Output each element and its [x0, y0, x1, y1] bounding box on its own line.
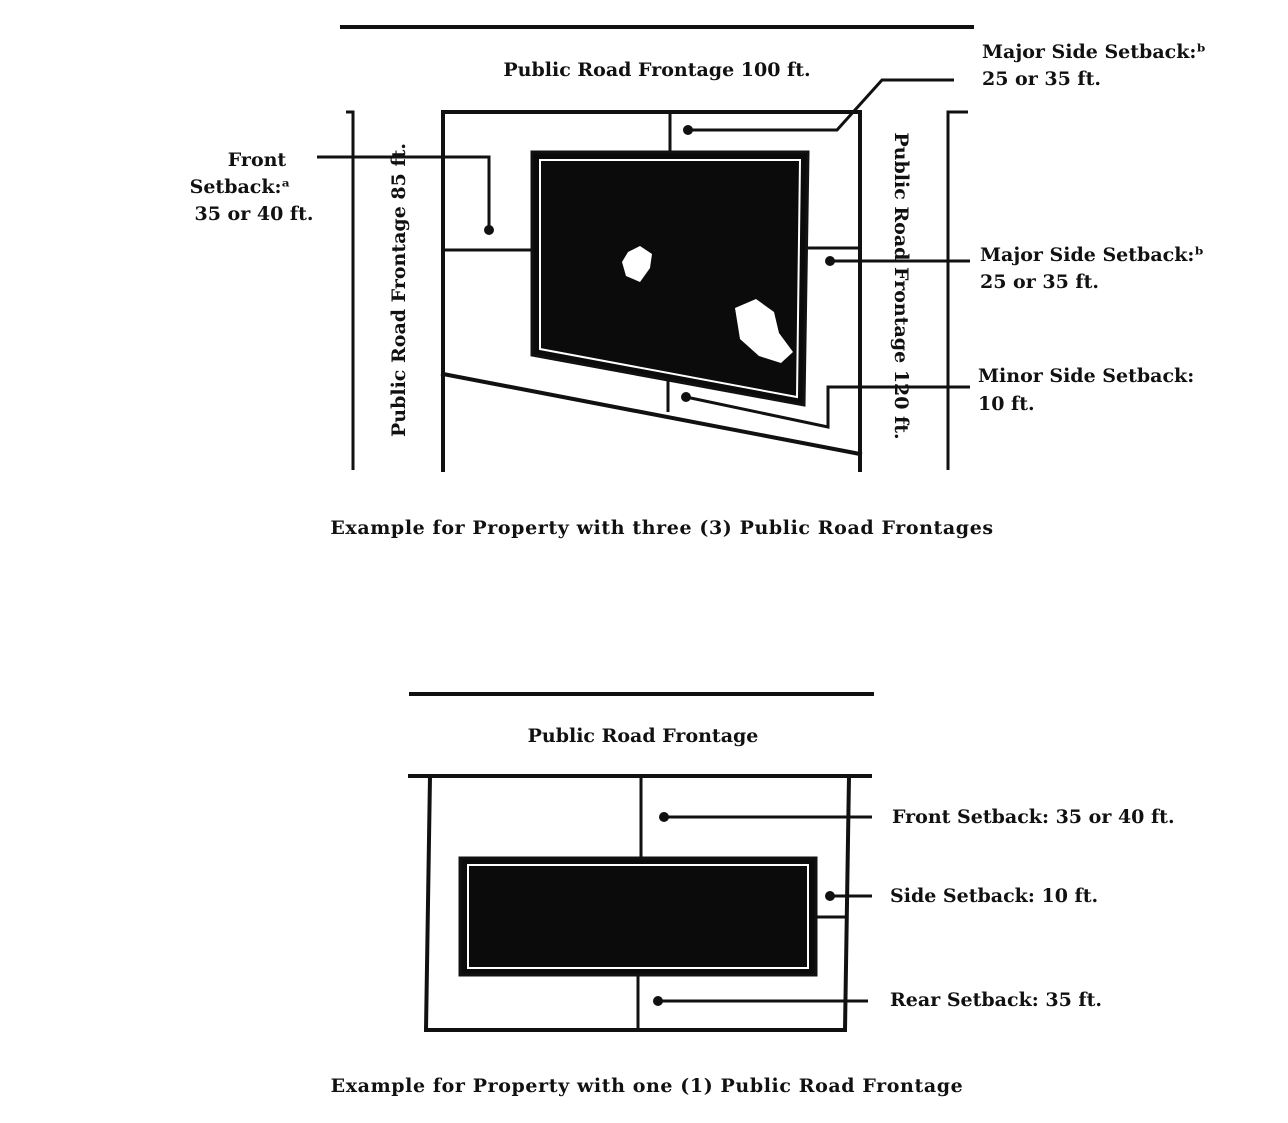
svg-text:35 or 40 ft.: 35 or 40 ft.	[195, 203, 314, 225]
bottom-example-caption: Example for Property with one (1) Public…	[331, 1075, 964, 1097]
front-setback-label: Front Setback:ᵃ 35 or 40 ft.	[190, 149, 314, 225]
major-side-setback-top-label: Major Side Setback:ᵇ 25 or 35 ft.	[982, 41, 1206, 90]
major-side-mid-leader	[825, 256, 970, 266]
building-footprint-bottom	[458, 856, 818, 977]
top-example-caption: Example for Property with three (3) Publ…	[330, 517, 993, 539]
rear-setback-leader-bottom	[653, 996, 868, 1006]
left-road-edge	[346, 110, 355, 470]
three-frontage-example: Public Road Frontage 100 ft. Public Road…	[190, 25, 1206, 539]
road-frontage-label: Public Road Frontage	[528, 725, 759, 747]
front-setback-leader-bottom	[659, 812, 872, 822]
front-setback-leader	[317, 155, 494, 235]
svg-text:25 or 35 ft.: 25 or 35 ft.	[982, 68, 1101, 90]
building-spot	[735, 299, 793, 363]
svg-text:Minor Side Setback:: Minor Side Setback:	[978, 365, 1194, 387]
rear-setback-label-bottom: Rear Setback: 35 ft.	[890, 989, 1102, 1011]
svg-text:25 or 35 ft.: 25 or 35 ft.	[980, 271, 1099, 293]
svg-text:Setback:ᵃ: Setback:ᵃ	[190, 176, 291, 198]
svg-text:Major Side Setback:ᵇ: Major Side Setback:ᵇ	[980, 244, 1204, 266]
major-side-top-leader	[683, 78, 954, 135]
svg-text:10 ft.: 10 ft.	[978, 393, 1035, 415]
lot-rear-boundary	[440, 371, 863, 457]
svg-text:Major Side Setback:ᵇ: Major Side Setback:ᵇ	[982, 41, 1206, 63]
right-road-edge	[946, 110, 968, 470]
road-frontage-left-label: Public Road Frontage 85 ft.	[388, 143, 410, 437]
road-frontage-top-label: Public Road Frontage 100 ft.	[503, 59, 810, 81]
minor-side-leader	[681, 385, 970, 429]
front-setback-label-bottom: Front Setback: 35 or 40 ft.	[892, 806, 1175, 828]
building-spot	[622, 246, 652, 282]
building-footprint-top	[530, 150, 810, 407]
svg-text:Front: Front	[228, 149, 287, 171]
road-frontage-right-label: Public Road Frontage 120 ft.	[890, 132, 912, 439]
lot-boundary-bottom-sides	[423, 773, 852, 1032]
minor-side-setback-label: Minor Side Setback: 10 ft.	[978, 365, 1194, 415]
side-setback-leader-bottom	[825, 891, 872, 901]
lot-boundary	[441, 110, 862, 472]
side-setback-label-bottom: Side Setback: 10 ft.	[890, 885, 1098, 907]
single-frontage-example: Public Road Frontage Front Setback: 35 o…	[331, 692, 1175, 1097]
major-side-setback-mid-label: Major Side Setback:ᵇ 25 or 35 ft.	[980, 244, 1204, 293]
